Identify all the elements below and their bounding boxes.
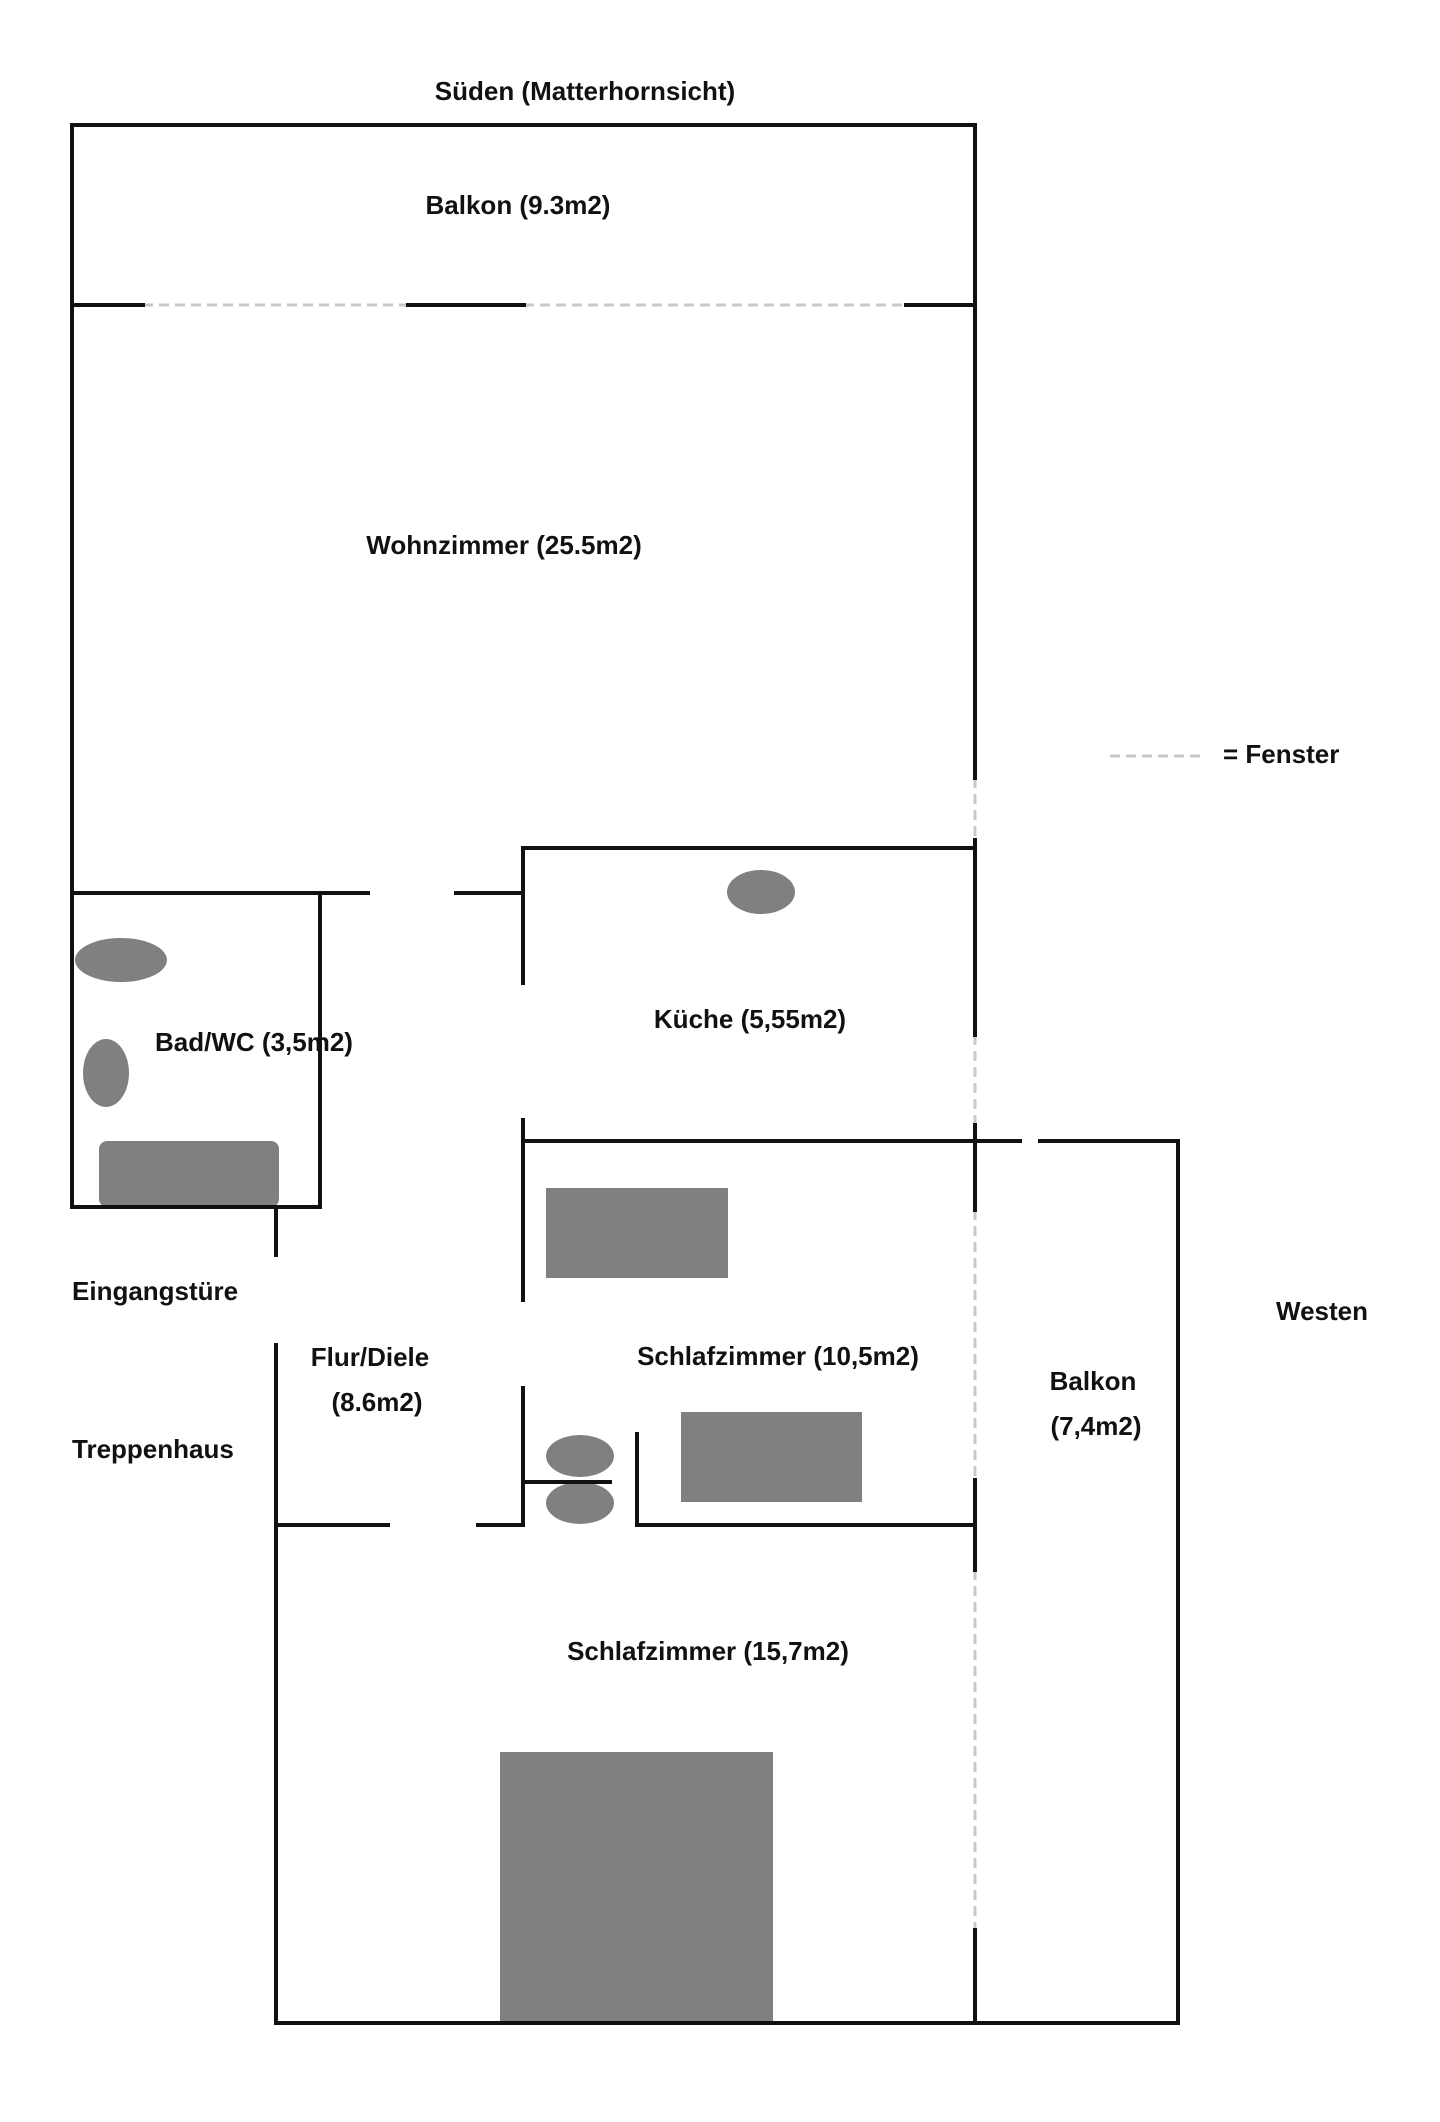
legend-window-label: = Fenster [1223, 739, 1339, 769]
bathroom-sink [75, 938, 167, 982]
fixtures [75, 870, 862, 2024]
balcony-west-area-label: (7,4m2) [1050, 1411, 1141, 1441]
kitchen-label: Küche (5,55m2) [654, 1004, 846, 1034]
double-bed [500, 1752, 773, 2024]
toilet [83, 1039, 129, 1107]
kitchen-sink [727, 870, 795, 914]
single-bed-upper [546, 1188, 728, 1278]
balcony-west-name-label: Balkon [1050, 1366, 1137, 1396]
single-bed-lower [681, 1412, 862, 1502]
wardrobe-round-bottom [546, 1482, 614, 1524]
west-orientation-label: Westen [1276, 1296, 1368, 1326]
hallway-area-label: (8.6m2) [331, 1387, 422, 1417]
stairwell-label: Treppenhaus [72, 1434, 234, 1464]
bedroom-small-label: Schlafzimmer (10,5m2) [637, 1341, 919, 1371]
south-orientation-label: Süden (Matterhornsicht) [435, 76, 735, 106]
windows [143, 303, 1205, 1930]
bedroom-large-label: Schlafzimmer (15,7m2) [567, 1636, 849, 1666]
hallway-name-label: Flur/Diele [311, 1342, 429, 1372]
labels: Süden (Matterhornsicht) Balkon (9.3m2) W… [72, 76, 1368, 1666]
living-room-label: Wohnzimmer (25.5m2) [366, 530, 641, 560]
wardrobe-round-top [546, 1435, 614, 1477]
bathroom-label: Bad/WC (3,5m2) [155, 1027, 353, 1057]
entrance-label: Eingangstüre [72, 1276, 238, 1306]
bathtub [99, 1141, 279, 1207]
walls [70, 123, 1180, 2025]
balcony-south-label: Balkon (9.3m2) [426, 190, 611, 220]
